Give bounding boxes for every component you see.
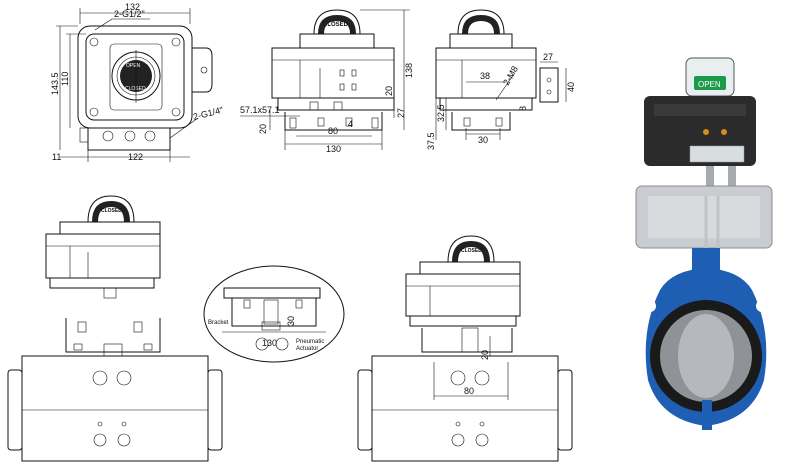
dim-20a: 20 [258, 124, 268, 134]
assembly-exploded-view: CLOSED [7, 195, 223, 462]
asm-dome-closed-text: CLOSED [101, 208, 122, 214]
detail-ellipse: Bracket 30 130 Pneumatic Actuator [203, 265, 345, 363]
end-view-switch-box: 38 2-M8 8 32.5 37.5 30 27 40 [426, 9, 576, 150]
label-pneumatic: Pneumatic [296, 339, 324, 345]
dim-27b: 27 [543, 52, 553, 62]
dim-132: 132 [125, 2, 140, 12]
side-dome-closed-text: CLOSED [323, 22, 349, 28]
dim-4: 4 [348, 119, 353, 129]
dim-port-g14: 2-G1/4" [192, 105, 224, 122]
dim-40: 40 [566, 82, 576, 92]
product-photo-butterfly-valve: OPEN [635, 57, 773, 430]
dim-27a: 27 [396, 108, 406, 118]
front-view-switch-box: 132 2-G1/2" OPEN CLOSED 2-G1/4" [50, 2, 224, 162]
top-dome-open-text: OPEN [126, 63, 141, 69]
dim-122: 122 [128, 152, 143, 162]
dim-143: 143.5 [50, 72, 60, 95]
label-bracket: Bracket [208, 320, 229, 326]
dim-80b: 80 [464, 386, 474, 396]
dim-110: 110 [60, 72, 70, 86]
dim-38: 38 [480, 71, 490, 81]
photo-open-text: OPEN [698, 80, 721, 89]
dim-8: 8 [518, 106, 528, 111]
dim-thread-m8: 2-M8 [501, 64, 520, 87]
label-actuator: Actuator [296, 346, 318, 352]
dim-20b: 20 [384, 86, 394, 96]
mnt-dome-closed-text: CLOSED [461, 248, 482, 254]
side-view-switch-box: CLOSED 57.1x57.1 20 4 80 130 [240, 9, 414, 154]
dim-20c: 20 [480, 350, 490, 360]
dim-30a: 30 [478, 135, 488, 145]
dim-138: 138 [404, 63, 414, 78]
dim-130a: 130 [326, 144, 341, 154]
dim-30b: 30 [286, 316, 296, 326]
dim-325: 32.5 [436, 104, 446, 122]
dim-80a: 80 [328, 126, 338, 136]
dim-130b: 130 [262, 338, 277, 348]
dim-375: 37.5 [426, 132, 436, 150]
top-dome-closed-text: CLOSED [125, 86, 146, 92]
dim-flange: 57.1x57.1 [240, 105, 280, 115]
assembly-mounted-view: CLOSED 20 80 [357, 235, 573, 462]
dim-11: 11 [52, 152, 61, 162]
dim-cable-g12: 2-G1/2" [114, 9, 145, 19]
